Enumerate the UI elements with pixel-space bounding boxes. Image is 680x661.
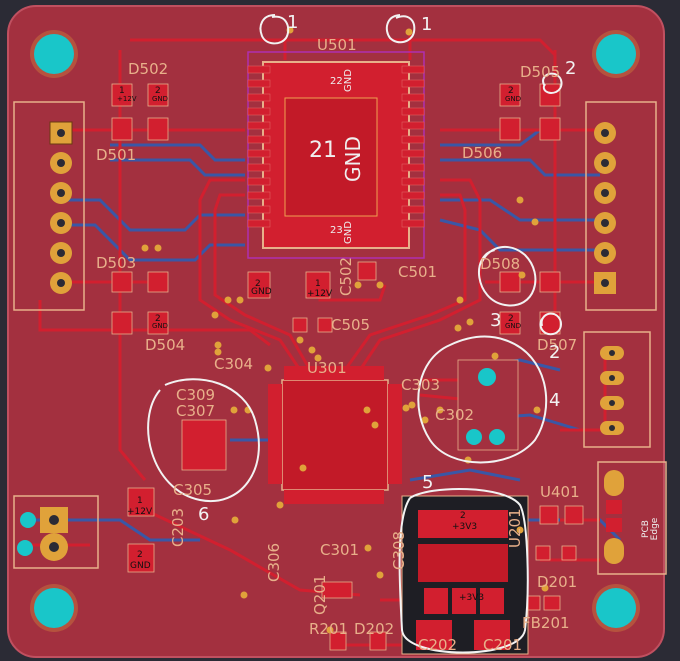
ref-c306: C306	[265, 542, 283, 582]
d502-pad-1-label: +12V	[117, 95, 137, 103]
d504-pad-2-label: GND	[152, 322, 169, 330]
edge-connector-pads	[604, 470, 624, 564]
annotation-circles	[147, 14, 563, 654]
c203-pad-1-label: +12V	[127, 507, 153, 517]
ref-q201: Q201	[311, 574, 329, 615]
ref-c304: C304	[214, 355, 254, 373]
c501-pad-2-label: GND	[251, 287, 272, 297]
annotation-6: 6	[198, 504, 210, 525]
ref-c308: C308	[390, 530, 408, 570]
u501-pins	[247, 65, 425, 228]
annotation-3: 3	[490, 310, 502, 331]
ref-c201: C201	[483, 636, 523, 654]
u301-body	[281, 379, 389, 491]
d507-pad-2: 2	[508, 314, 514, 324]
u501-pad-22-gnd: GND	[343, 69, 354, 92]
ref-r201: R201	[309, 620, 349, 638]
ref-c301: C301	[320, 541, 360, 559]
d504-pad-2: 2	[155, 314, 161, 324]
connector-edge-outline	[597, 461, 667, 575]
c203-pad-1: 1	[137, 496, 143, 506]
ref-d507: D507	[537, 336, 578, 354]
d505-pad-2-label: GND	[505, 95, 522, 103]
ref-c303: C303	[401, 376, 441, 394]
annotation-5: 5	[422, 472, 434, 493]
d502-pad-1: 1	[119, 86, 125, 96]
ref-c202: C202	[418, 636, 458, 654]
ref-u201: U201	[506, 508, 524, 548]
ref-d504: D504	[145, 336, 186, 354]
ref-d506: D506	[462, 144, 503, 162]
ref-d202: D202	[354, 620, 395, 638]
ref-c203: C203	[169, 507, 187, 547]
c203-pad-2: 2	[137, 550, 143, 560]
ref-c307: C307	[176, 402, 216, 420]
ref-u401: U401	[540, 483, 580, 501]
d502-pad-2: 2	[155, 86, 161, 96]
ref-d501: D501	[96, 146, 137, 164]
ref-c502: C502	[337, 256, 355, 296]
u201-body	[418, 544, 508, 582]
u201-tab	[418, 510, 508, 538]
vias	[141, 26, 549, 634]
ref-c309: C309	[176, 386, 216, 404]
ref-fb201: FB201	[522, 614, 570, 632]
connector-left-outline	[13, 101, 85, 311]
ref-c501: C501	[398, 263, 438, 281]
ref-d505: D505	[520, 63, 561, 81]
ref-c505: C505	[331, 316, 371, 334]
connector-power-outline	[13, 495, 99, 569]
connector-mid-right-outline	[583, 331, 651, 448]
connector-right-outline	[585, 101, 657, 311]
ref-d508: D508	[480, 255, 521, 273]
u201-pad-mid-label: +3V3	[459, 593, 485, 603]
u501-pad-23-gnd: GND	[343, 221, 354, 244]
mounting-holes	[30, 30, 640, 632]
u201-pad-2: 2	[460, 511, 466, 521]
d507-pad-2-label: GND	[505, 322, 522, 330]
c502-pad-1: 1	[315, 279, 321, 289]
power-jack-pads	[17, 507, 68, 561]
ref-u301: U301	[307, 359, 347, 377]
annotation-2a: 2	[565, 58, 577, 79]
u501-pad-21-gnd: GND	[341, 136, 365, 182]
ref-c305: C305	[173, 481, 213, 499]
left-header-pads	[49, 121, 73, 294]
c501-pad-2: 2	[255, 279, 261, 289]
ref-d201: D201	[537, 573, 578, 591]
annotation-2b: 2	[549, 342, 561, 363]
u201-pad-2-label: +3V3	[452, 522, 478, 532]
ref-d502: D502	[128, 60, 169, 78]
c502-pad-1-label: +12V	[307, 289, 333, 299]
mid-right-header-pads	[600, 346, 624, 435]
annotation-1a: 1	[287, 12, 299, 33]
u501-thermal-pad	[284, 97, 378, 217]
right-header-pads	[594, 122, 616, 294]
pcb-edge-label: PCB Edge	[641, 517, 660, 541]
annotation-4: 4	[549, 390, 561, 411]
ref-u501: U501	[317, 36, 357, 54]
ref-c302: C302	[435, 406, 475, 424]
smd-components	[111, 83, 584, 651]
u501-pad-23: 23	[330, 225, 343, 236]
c203-pad-2-label: GND	[130, 561, 151, 571]
annotation-1b: 1	[421, 14, 433, 35]
u501-pad-22: 22	[330, 76, 343, 87]
d505-pad-2: 2	[508, 86, 514, 96]
u301-pins	[268, 366, 402, 504]
ref-d503: D503	[96, 254, 137, 272]
u501-pad-21: 21	[309, 138, 337, 163]
d502-pad-2-label: GND	[152, 95, 169, 103]
